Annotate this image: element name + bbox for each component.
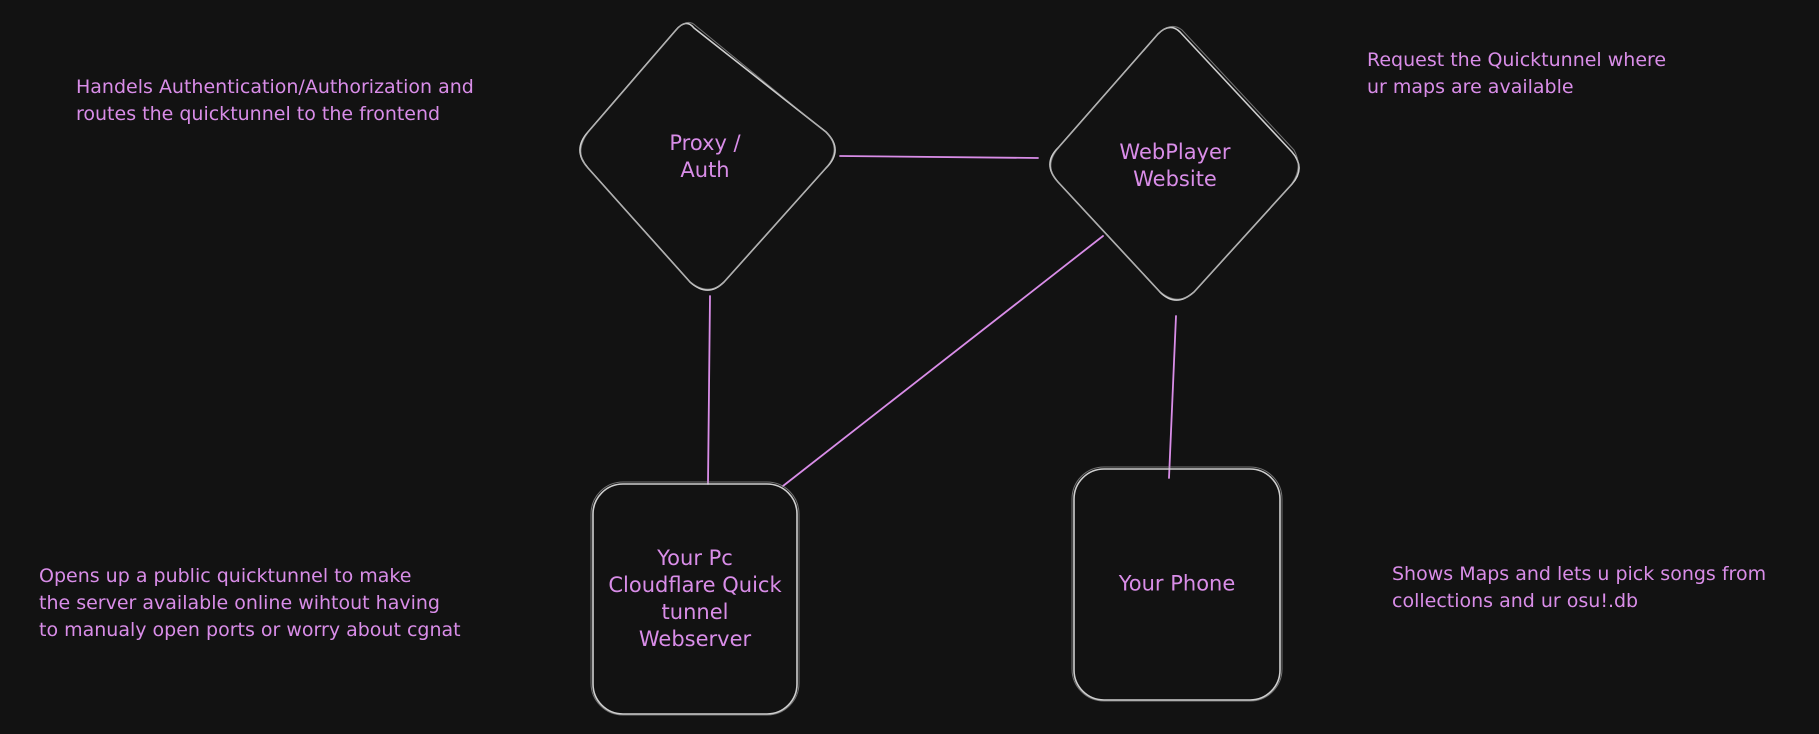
node-your-phone-shape	[1071, 466, 1283, 702]
edge-proxy-webplayer	[839, 155, 1039, 159]
note-webplayer: Request the Quicktunnel where ur maps ar…	[1367, 49, 1667, 98]
edge-webplayer-phone	[1168, 315, 1177, 479]
edge-proxy-pc	[707, 295, 711, 485]
note-your-phone: Shows Maps and lets u pick songs from co…	[1392, 563, 1767, 612]
note-your-pc: Opens up a public quicktunnel to make th…	[39, 565, 461, 641]
node-your-phone-label: Your Phone	[1118, 571, 1236, 596]
note-proxy-auth: Handels Authentication/Authorization and…	[76, 76, 474, 125]
node-webplayer-shape	[1049, 26, 1300, 301]
node-your-pc-label: Your Pc Cloudflare Quick tunnel Webserve…	[608, 546, 782, 651]
node-your-pc-shape	[590, 481, 800, 716]
edge-webplayer-pc	[782, 235, 1104, 487]
node-webplayer-label: WebPlayer Website	[1119, 140, 1231, 191]
node-proxy-auth-label: Proxy / Auth	[669, 131, 741, 182]
node-proxy-auth-shape	[579, 22, 836, 291]
